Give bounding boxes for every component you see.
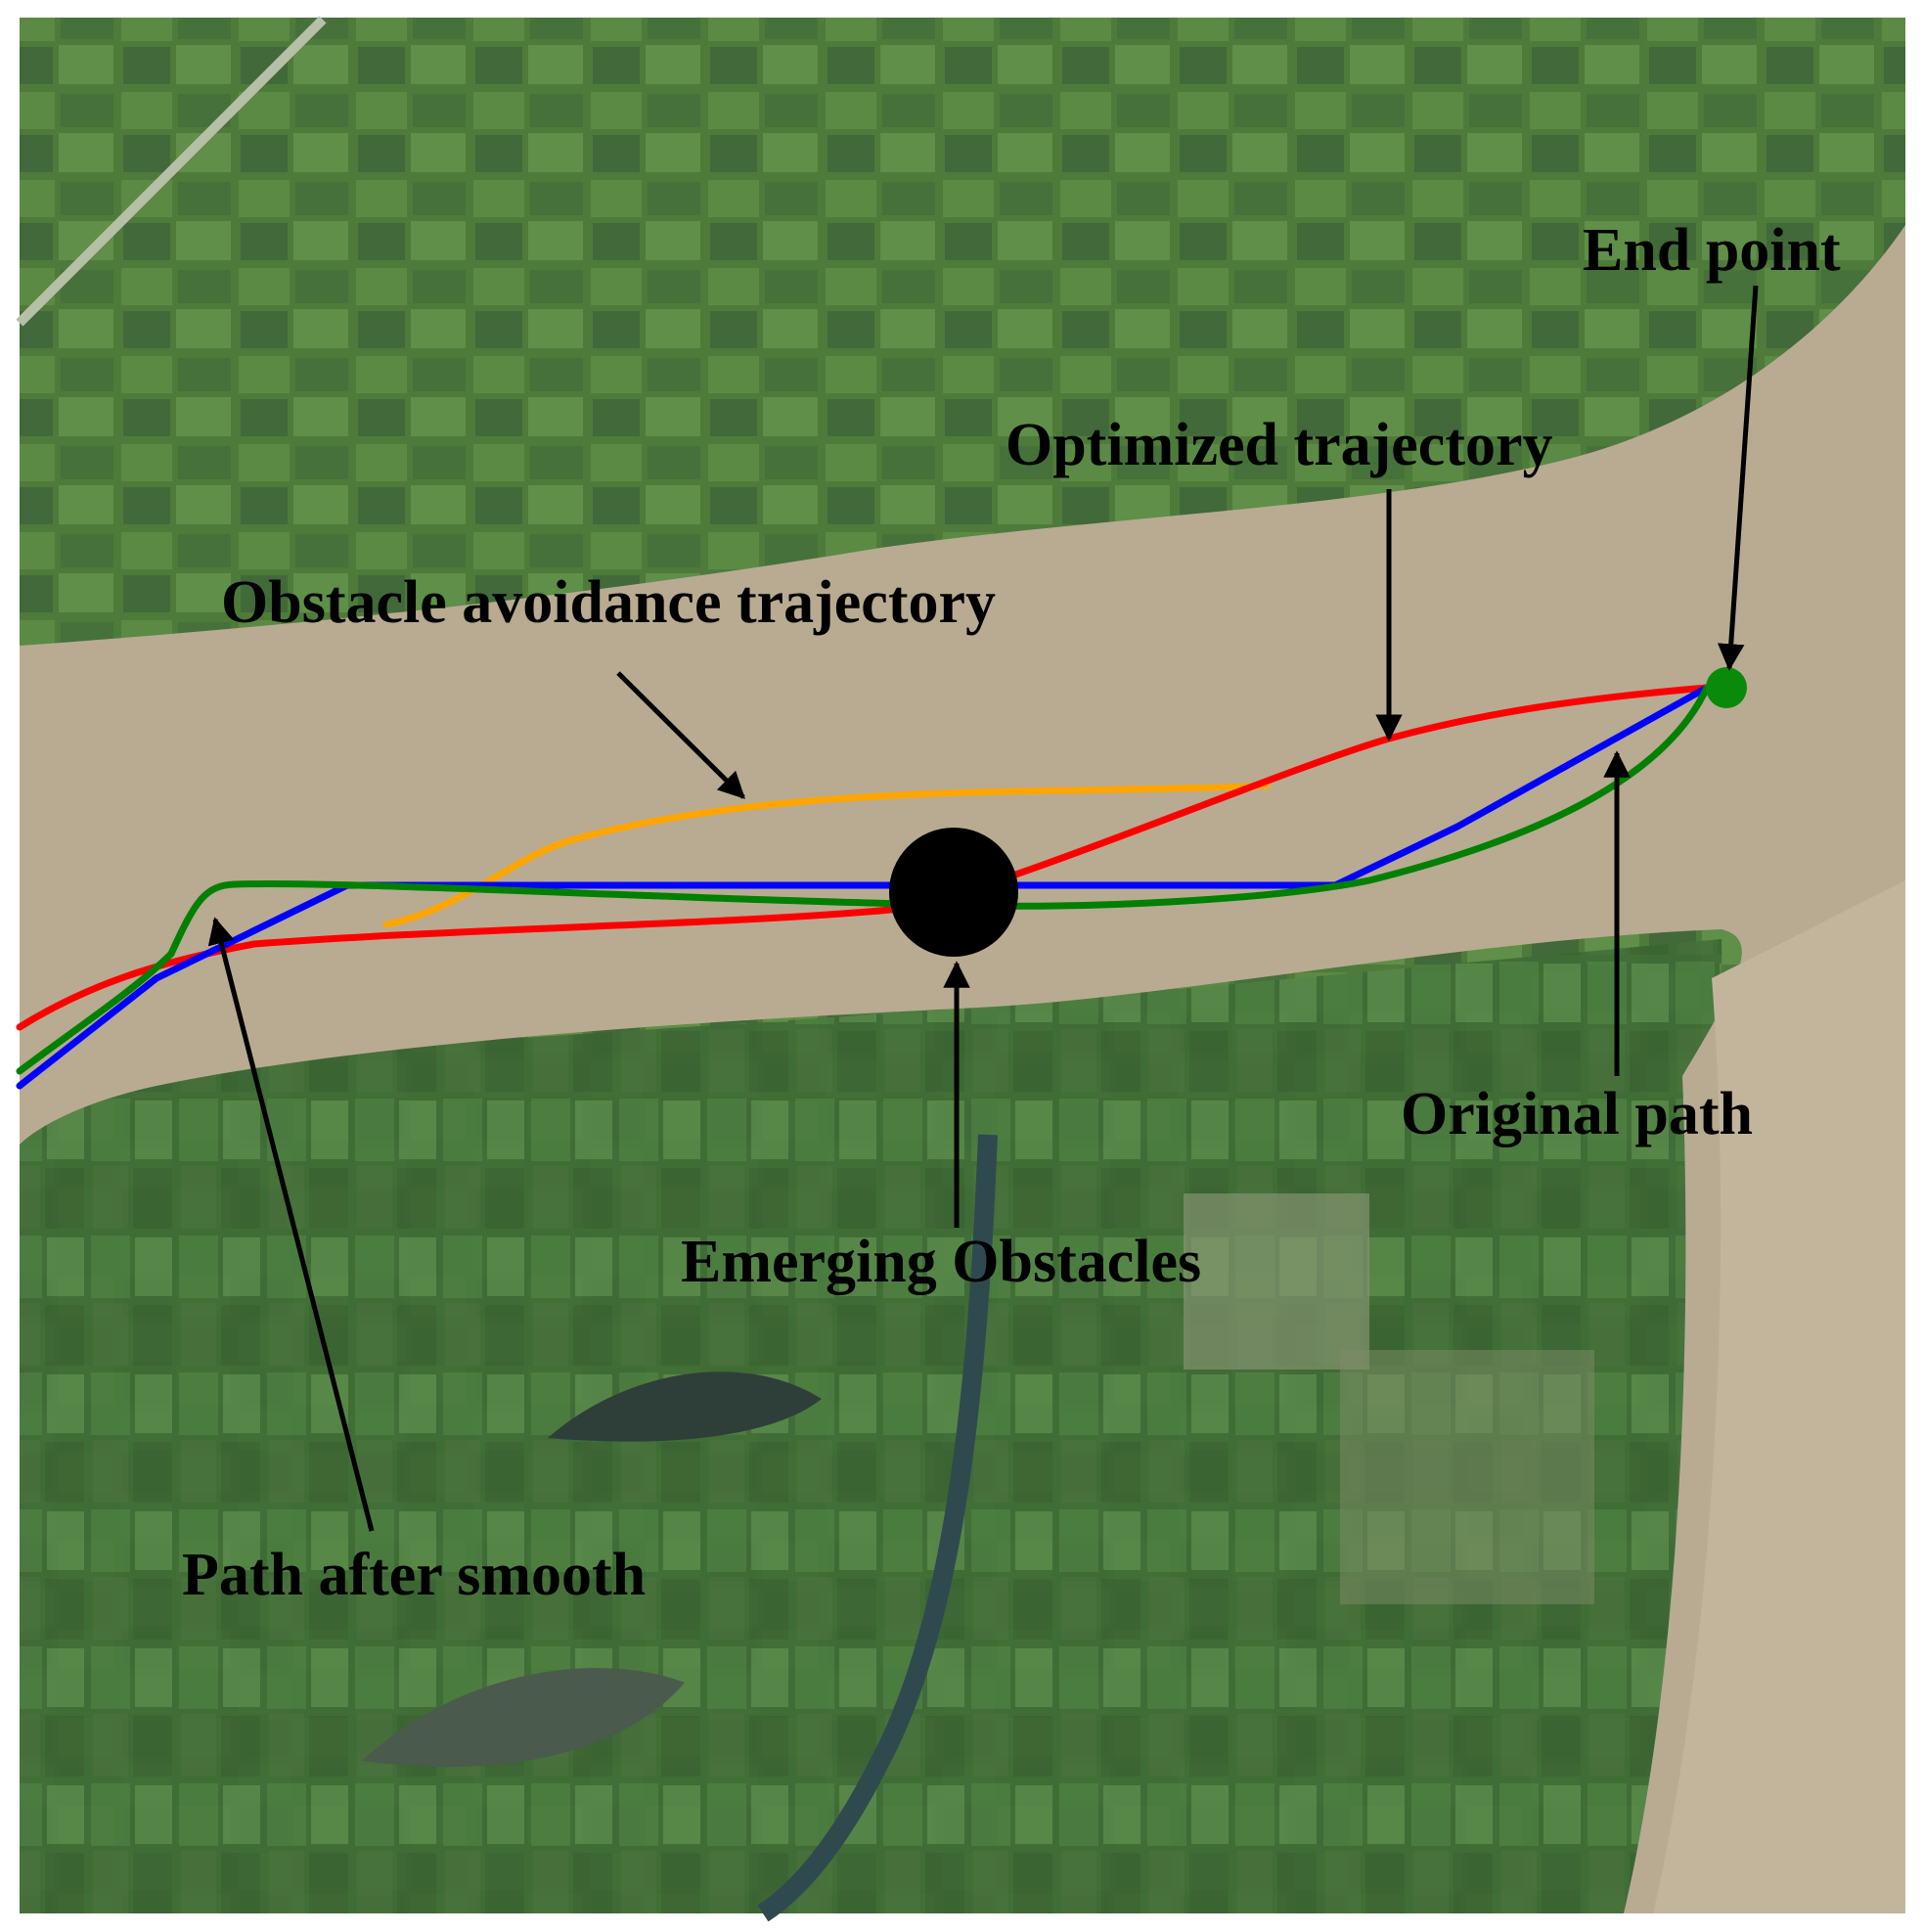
- emerging-obstacles-label: Emerging Obstacles: [681, 1229, 1201, 1295]
- road: [16, 16, 327, 327]
- east-bank-water: [1653, 880, 1905, 1913]
- obstacle-avoidance-trajectory-line: [382, 782, 1271, 928]
- labels: End point Optimized trajectory Obstacle …: [182, 217, 1841, 1608]
- satellite-image: [16, 16, 1905, 1922]
- original-path-line: [16, 684, 1711, 1090]
- path-after-smooth-label: Path after smooth: [182, 1542, 646, 1608]
- end-point-label: End point: [1583, 217, 1841, 284]
- canal: [757, 1134, 998, 1922]
- emerging-obstacle-marker: [889, 828, 1018, 957]
- obstacle-avoidance-arrow: [616, 671, 745, 799]
- village-block-2: [1340, 1350, 1594, 1604]
- river-water: [20, 225, 1905, 1913]
- optimized-trajectory-label: Optimized trajectory: [1006, 412, 1552, 478]
- original-path-label: Original path: [1401, 1081, 1753, 1147]
- south-fields: [20, 939, 1731, 1913]
- annotation-arrows: [207, 285, 1759, 1532]
- end-point-arrow: [1717, 285, 1759, 671]
- pond-2: [362, 1668, 685, 1768]
- obstacle-avoidance-trajectory-label: Obstacle avoidance trajectory: [221, 569, 996, 636]
- end-point-marker: [1706, 667, 1747, 708]
- village-block: [1184, 1193, 1369, 1370]
- path-after-smooth-arrow: [207, 917, 375, 1532]
- pond-1: [548, 1371, 822, 1442]
- path-after-smooth-line: [16, 684, 1711, 1075]
